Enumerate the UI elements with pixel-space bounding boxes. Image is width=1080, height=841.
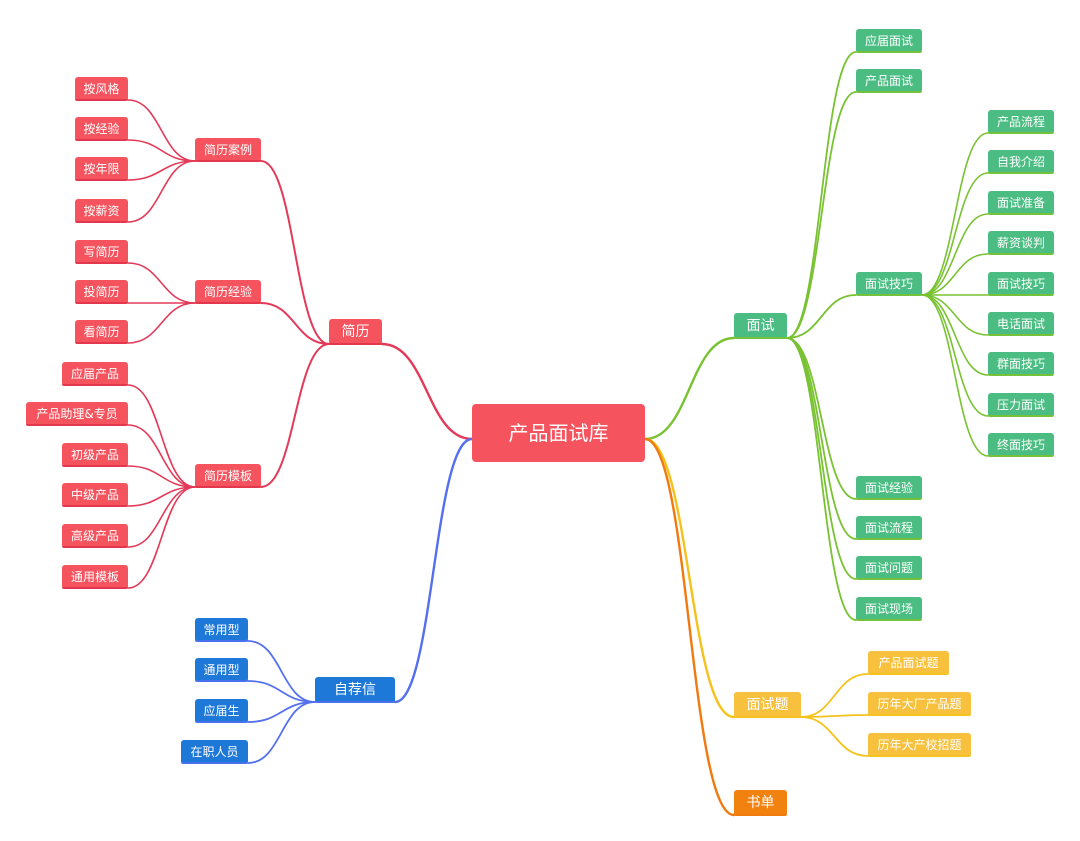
connector-line xyxy=(393,437,474,704)
leaf-node[interactable]: 面试现场 xyxy=(856,597,922,621)
leaf-node[interactable]: 初级产品 xyxy=(62,443,128,467)
connector-line xyxy=(786,51,857,339)
connector-line xyxy=(921,253,989,296)
connector-line xyxy=(127,160,196,223)
leaf-node[interactable]: 面试准备 xyxy=(988,191,1054,215)
connector-line xyxy=(643,437,736,719)
connector-line xyxy=(127,160,196,181)
leaf-node[interactable]: 电话面试 xyxy=(988,312,1054,336)
leaf-node[interactable]: 面试问题 xyxy=(856,556,922,580)
leaf-node[interactable]: 压力面试 xyxy=(988,393,1054,417)
connector-line xyxy=(921,294,989,336)
connector-line xyxy=(800,716,869,757)
leaf-node[interactable]: 按年限 xyxy=(75,157,128,181)
leaf-node[interactable]: 常用型 xyxy=(195,618,248,642)
connector-line xyxy=(800,714,869,718)
connector-line xyxy=(127,384,196,488)
node-resume-experience[interactable]: 简历经验 xyxy=(195,280,261,304)
leaf-node[interactable]: 中级产品 xyxy=(62,483,128,507)
leaf-node[interactable]: 产品流程 xyxy=(988,110,1054,134)
leaf-node[interactable]: 按薪资 xyxy=(75,199,128,223)
leaf-node[interactable]: 终面技巧 xyxy=(988,433,1054,457)
leaf-node[interactable]: 面试流程 xyxy=(856,516,922,540)
leaf-node[interactable]: 看简历 xyxy=(75,320,128,344)
connector-line xyxy=(786,337,857,580)
connector-line xyxy=(260,160,330,345)
leaf-node[interactable]: 历年大厂产品题 xyxy=(868,692,971,716)
node-interview-questions[interactable]: 面试题 xyxy=(734,692,801,718)
connector-line xyxy=(247,680,316,703)
node-cover-letter[interactable]: 自荐信 xyxy=(315,677,395,703)
connector-line xyxy=(247,701,316,764)
node-interview-skills[interactable]: 面试技巧 xyxy=(856,272,922,296)
connector-line xyxy=(786,337,857,500)
leaf-node[interactable]: 产品助理&专员 xyxy=(26,402,128,426)
leaf-node[interactable]: 面试经验 xyxy=(856,476,922,500)
connector-line xyxy=(247,701,316,723)
connector-line xyxy=(643,336,736,441)
leaf-node[interactable]: 高级产品 xyxy=(62,524,128,548)
connector-line xyxy=(921,213,989,296)
leaf-node[interactable]: 应届面试 xyxy=(856,29,922,53)
connector-line xyxy=(127,486,196,548)
node-interview[interactable]: 面试 xyxy=(734,313,787,339)
leaf-node[interactable]: 投简历 xyxy=(75,280,128,304)
node-resume-templates[interactable]: 简历模板 xyxy=(195,464,261,488)
leaf-node[interactable]: 群面技巧 xyxy=(988,352,1054,376)
connector-line xyxy=(921,294,989,376)
leaf-node[interactable]: 产品面试 xyxy=(856,69,922,93)
leaf-node[interactable]: 写简历 xyxy=(75,240,128,264)
connector-line xyxy=(127,302,196,344)
leaf-node[interactable]: 薪资谈判 xyxy=(988,231,1054,255)
connector-line xyxy=(786,337,857,540)
connector-line xyxy=(921,172,989,296)
leaf-node[interactable]: 产品面试题 xyxy=(868,651,949,675)
connector-line xyxy=(800,673,869,718)
leaf-node[interactable]: 按经验 xyxy=(75,117,128,141)
leaf-node[interactable]: 面试技巧 xyxy=(988,272,1054,296)
connector-line xyxy=(786,337,857,621)
connector-line xyxy=(921,132,989,296)
connector-line xyxy=(127,465,196,488)
leaf-node[interactable]: 应届产品 xyxy=(62,362,128,386)
connector-line xyxy=(786,294,857,339)
node-resume-cases[interactable]: 简历案例 xyxy=(195,138,261,162)
leaf-node[interactable]: 应届生 xyxy=(195,699,248,723)
connector-line xyxy=(127,262,196,304)
connector-line xyxy=(260,302,330,345)
node-resume[interactable]: 简历 xyxy=(329,319,382,345)
connector-line xyxy=(127,424,196,488)
connector-line xyxy=(786,91,857,339)
leaf-node[interactable]: 自我介绍 xyxy=(988,150,1054,174)
leaf-node[interactable]: 历年大产校招题 xyxy=(868,733,971,757)
connector-line xyxy=(127,139,196,162)
leaf-node[interactable]: 通用模板 xyxy=(62,565,128,589)
connector-line xyxy=(260,343,330,488)
connector-line xyxy=(247,640,316,703)
root-node[interactable]: 产品面试库 xyxy=(472,404,645,462)
connector-line xyxy=(127,486,196,589)
connector-line xyxy=(921,294,989,417)
connector-line xyxy=(380,342,474,441)
connector-line xyxy=(921,294,989,457)
node-book-list[interactable]: 书单 xyxy=(734,790,787,816)
leaf-node[interactable]: 按风格 xyxy=(75,77,128,101)
connector-line xyxy=(127,486,196,507)
leaf-node[interactable]: 在职人员 xyxy=(181,740,248,764)
connector-line xyxy=(127,99,196,162)
connector-line xyxy=(643,437,736,817)
leaf-node[interactable]: 通用型 xyxy=(195,658,248,682)
